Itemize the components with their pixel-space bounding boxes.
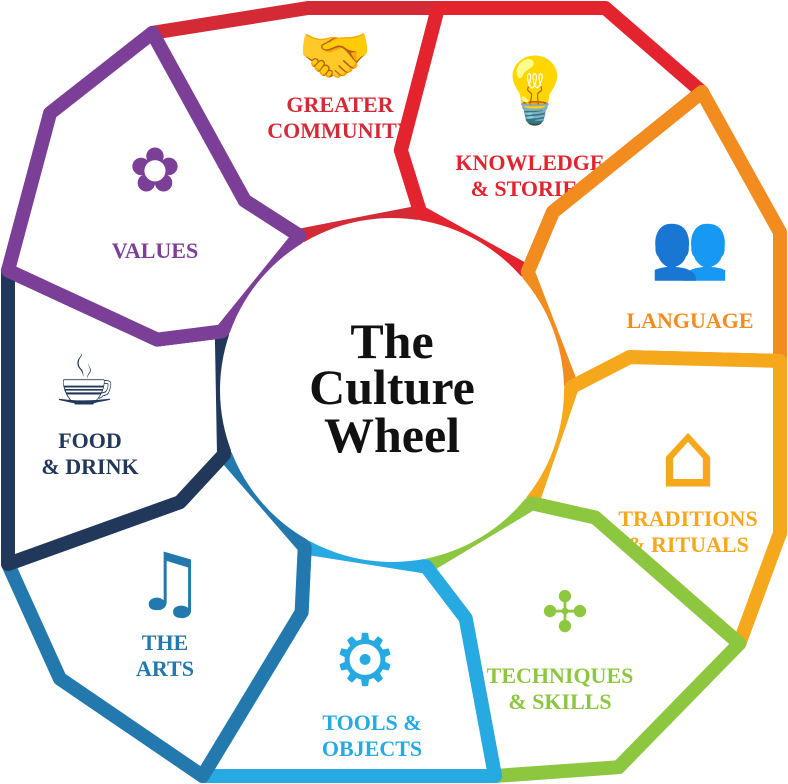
segment-label: TECHNIQUES bbox=[487, 663, 634, 688]
segment-label: GREATER bbox=[286, 92, 394, 117]
segment-label: & RITUALS bbox=[627, 532, 749, 557]
segment-label: THE bbox=[142, 630, 188, 655]
puzzle-icon: ✣ bbox=[542, 581, 589, 646]
segment-values: ✿ VALUES bbox=[1, 25, 307, 347]
segment-label: TRADITIONS bbox=[618, 506, 757, 531]
segment-tools-objects: ⚙ TOOLS &OBJECTS bbox=[195, 540, 502, 783]
segment-label: LANGUAGE bbox=[626, 308, 753, 333]
handshake-icon: 🤝 bbox=[298, 21, 373, 91]
segment-border bbox=[1, 25, 307, 347]
ribbon-award-icon: ✿ bbox=[129, 134, 181, 207]
lightbulb-icon: 💡 bbox=[495, 54, 575, 128]
segment-label: KNOWLEDGE bbox=[455, 150, 604, 175]
steaming-cup-icon: ☕ bbox=[54, 340, 117, 422]
segment-label: & SKILLS bbox=[508, 689, 611, 714]
segment-label: TOOLS & bbox=[322, 710, 421, 735]
center-circle bbox=[220, 218, 564, 562]
segment-label: & DRINK bbox=[41, 454, 138, 479]
gears-icon: ⚙ bbox=[333, 618, 398, 702]
segment-label: FOOD bbox=[58, 428, 122, 453]
segment-label: COMMUNITY bbox=[267, 118, 413, 143]
title-line-3: Wheel bbox=[324, 407, 460, 463]
music-note-icon: ♫ bbox=[134, 536, 206, 629]
house-icon: ⌂ bbox=[659, 404, 716, 509]
title-line-1: The bbox=[350, 313, 433, 369]
segment-label: VALUES bbox=[112, 238, 198, 263]
title-line-2: Culture bbox=[309, 359, 475, 415]
segment-label: OBJECTS bbox=[322, 736, 422, 761]
people-talking-icon: 👥 bbox=[650, 209, 730, 283]
segment-label: ARTS bbox=[136, 656, 194, 681]
